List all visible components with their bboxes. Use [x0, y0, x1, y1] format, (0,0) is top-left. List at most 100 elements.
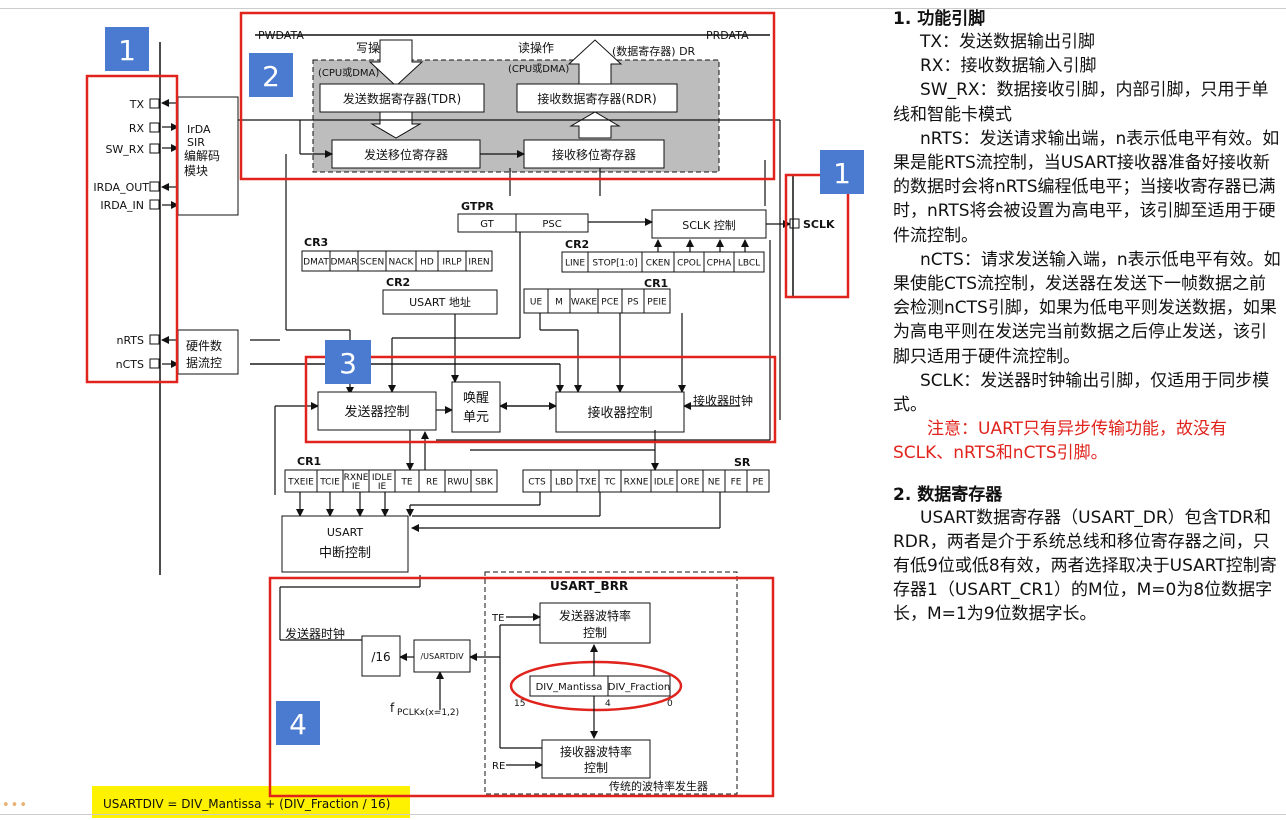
fpclk-label: f	[390, 701, 395, 715]
hw-flow-label: 据流控	[186, 356, 222, 370]
section-heading-pins: 1. 功能引脚	[893, 9, 986, 29]
badge-number: 3	[339, 347, 357, 380]
register-bit-label: HD	[420, 257, 434, 267]
tx-baud-label: 控制	[583, 626, 607, 640]
tx-baud-label: 发送器波特率	[559, 608, 631, 623]
psc-label: PSC	[542, 219, 561, 230]
usartdiv-block	[413, 639, 471, 673]
pin-label: nCTS	[116, 358, 144, 371]
pin-square	[149, 122, 160, 133]
baud-wiring	[279, 575, 598, 769]
pin-arrows	[161, 99, 179, 368]
div16-label: /16	[371, 650, 390, 664]
register-bit-label: IDLE	[372, 473, 393, 483]
badge-3	[325, 340, 371, 384]
interrupt-label: USART	[327, 526, 364, 539]
pin-label: TX	[129, 98, 145, 111]
irda-label: IrDA	[187, 123, 211, 136]
top-divider	[0, 8, 1286, 9]
tdr-label: 发送数据寄存器(TDR)	[343, 91, 461, 106]
register-bit-label: PS	[627, 297, 638, 307]
tx-clock-label: 发送器时钟	[285, 626, 345, 641]
register-bit-label: IREN	[468, 257, 489, 267]
tdr-block	[319, 83, 485, 113]
usartdiv-label: /USARTDIV	[420, 652, 464, 661]
register-bit-label: IE	[352, 482, 361, 492]
rx-control-block	[555, 391, 685, 433]
baud-rate-generator	[484, 571, 738, 795]
pwdata-label: PWDATA	[258, 29, 304, 42]
fpclk-sub-label: PCLKx(x=1,2)	[397, 708, 459, 718]
swrx-description: SW_RX：数据接收引脚，内部引脚，只用于单线和智能卡模式	[893, 80, 1269, 125]
badge-number: 1	[118, 34, 136, 67]
psc-field	[515, 213, 589, 233]
badges: 1 2 3 4 1	[105, 27, 864, 745]
dr-label: (数据寄存器) DR	[612, 44, 696, 58]
gt-label: GT	[480, 219, 494, 230]
register-bit-label: CKEN	[646, 258, 671, 268]
register-bit-label: ORE	[680, 477, 699, 487]
formula-text: USARTDIV = DIV_Mantissa + (DIV_Fraction …	[103, 797, 390, 811]
register-bit-cell	[470, 469, 498, 493]
register-bit-label: STOP[1:0]	[592, 258, 637, 268]
pin-label: RX	[129, 122, 145, 135]
register-bit-label: TC	[603, 477, 615, 487]
register-bit-label: SBK	[475, 477, 494, 487]
register-bit-label: NE	[708, 477, 721, 487]
register-bit-label: PEIE	[647, 297, 667, 307]
register-bit-label: RXNE	[624, 477, 649, 487]
read-op-label: 读操作	[518, 40, 554, 55]
irda-label: 模块	[184, 164, 208, 178]
register-bit-label: FE	[731, 477, 742, 487]
register-bit-label: TXE	[578, 477, 597, 487]
pin-square	[149, 181, 160, 192]
sclk-control-block	[651, 209, 767, 239]
section-heading-data-register: 2. 数据寄存器	[893, 484, 1003, 505]
irda-label: SIR	[187, 136, 205, 149]
register-bit-label: LBD	[555, 477, 573, 487]
rx-shift-label: 接收移位寄存器	[552, 147, 636, 162]
register-bit-cell	[597, 288, 623, 314]
sclk-description: SCLK：发送器时钟输出引脚，仅适用于同步模式。	[893, 370, 1270, 416]
highlight-4	[268, 576, 775, 798]
decorative-dots: •••	[2, 798, 29, 813]
nrts-description: nRTS：发送请求输出端，n表示低电平有效。如果是能RTS流控制，当USART接…	[893, 128, 1280, 246]
register-bit-label: CTS	[528, 477, 546, 487]
baud-gen-label: 传统的波特率发生器	[609, 779, 708, 793]
sclk-control-label: SCLK 控制	[682, 218, 736, 232]
cpu-dma-label: (CPU或DMA)	[508, 63, 569, 75]
wakeup-label: 单元	[463, 410, 489, 425]
cr2-label: CR2	[565, 238, 589, 251]
rdr-label: 接收数据寄存器(RDR)	[537, 91, 656, 106]
rx-baud-label: 接收器波特率	[560, 744, 632, 759]
tx-baud-block	[539, 602, 651, 644]
cr2-addr-label: CR2	[386, 276, 410, 289]
hw-flow-label: 硬件数	[186, 338, 222, 353]
badge-number: 2	[262, 60, 280, 93]
pin-square	[149, 143, 160, 154]
pin-label: IRDA_IN	[100, 199, 144, 212]
dr-description: USART数据寄存器（USART_DR）包含TDR和RDR，两者是介于系统总线和…	[893, 507, 1277, 625]
usart-address-label: USART 地址	[409, 295, 471, 309]
badge-2	[249, 53, 293, 97]
rx-shift-block	[523, 139, 665, 169]
pin-square	[149, 98, 160, 109]
wakeup-block	[451, 381, 501, 433]
pin-label: IRDA_OUT	[93, 181, 149, 194]
register-bit-label: LBCL	[738, 258, 760, 268]
highlight-2	[239, 11, 776, 181]
cpu-dma-label: (CPU或DMA)	[318, 67, 379, 79]
te-input-label: TE	[491, 613, 504, 624]
bit-label: 15	[514, 699, 525, 709]
register-bit-label: PE	[752, 477, 763, 487]
bit-label: 4	[605, 699, 611, 709]
div16-block	[361, 635, 401, 677]
usart-address-field	[382, 289, 498, 315]
tx-shift-label: 发送移位寄存器	[364, 147, 448, 162]
register-bit-label: TE	[400, 477, 412, 487]
register-bit-label: SCEN	[360, 257, 384, 267]
